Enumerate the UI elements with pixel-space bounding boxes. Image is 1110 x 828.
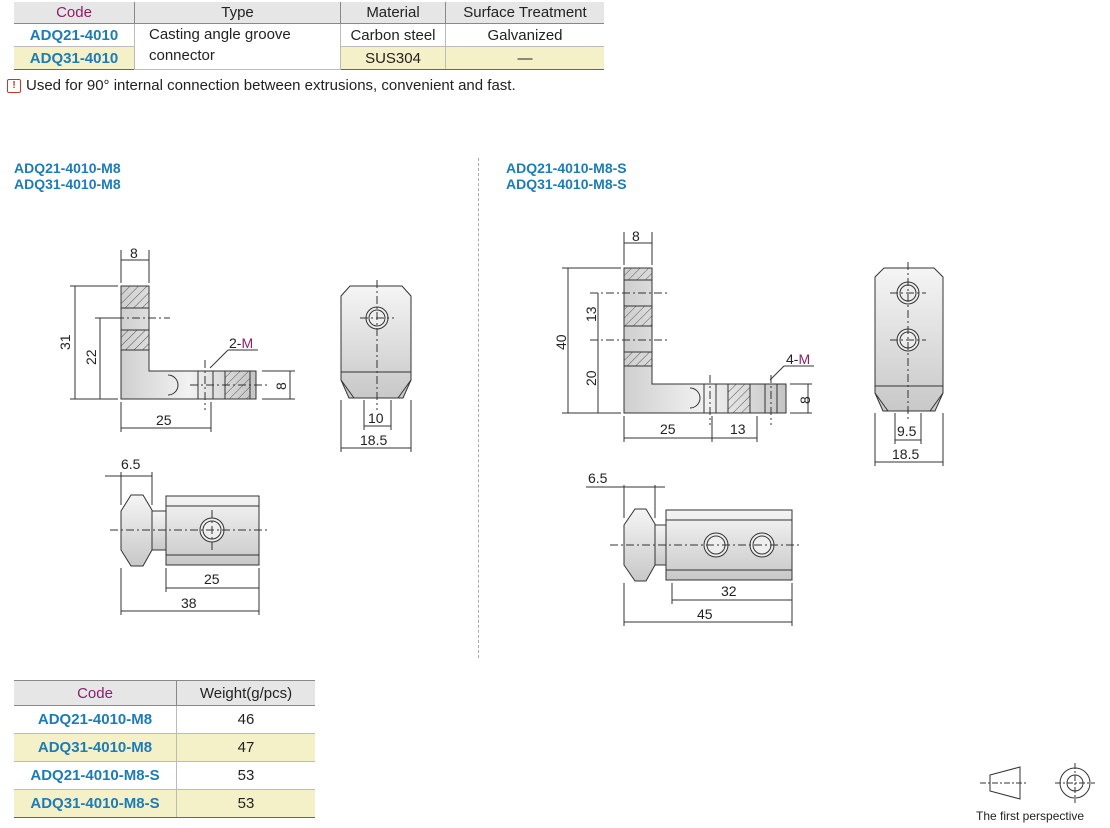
spec-header-surface: Surface Treatment: [445, 2, 604, 24]
spec-row: ADQ31-4010 SUS304 —: [14, 46, 604, 70]
spec-surface: —: [445, 46, 604, 70]
right-dim-h-a: 13: [583, 306, 599, 322]
left-side-view: [70, 250, 295, 432]
spec-header-code: Code: [14, 2, 135, 24]
right-dim-w-inner: 9.5: [897, 423, 917, 439]
right-title-2: ADQ31-4010-M8-S: [506, 176, 627, 192]
spec-row: ADQ21-4010 Casting angle groove connector…: [14, 23, 604, 70]
column-divider: [478, 158, 479, 658]
left-dim-thick: 8: [273, 382, 289, 390]
left-title-1: ADQ21-4010-M8: [14, 160, 121, 176]
weight-code: ADQ31-4010-M8: [14, 733, 177, 762]
spec-table: Code Type Material Surface Treatment ADQ…: [14, 2, 604, 70]
spec-type-line1: Casting angle groove: [149, 26, 291, 43]
right-dim-top: 8: [632, 228, 640, 244]
weight-header-row: Code Weight(g/pcs): [14, 680, 315, 706]
left-dim-off: 6.5: [121, 456, 141, 472]
weight-table: Code Weight(g/pcs) ADQ21-4010-M8 46 ADQ3…: [14, 680, 315, 818]
weight-header-weight: Weight(g/pcs): [176, 680, 315, 706]
left-dim-len2: 25: [204, 571, 220, 587]
spec-material: Carbon steel: [340, 23, 446, 47]
right-dim-h-b: 20: [583, 370, 599, 386]
left-dim-w-inner: 10: [368, 410, 384, 426]
warning-icon: !: [7, 78, 21, 93]
left-model-titles: ADQ21-4010-M8 ADQ31-4010-M8: [14, 160, 121, 192]
right-dim-len2: 32: [721, 583, 737, 599]
spec-surface: Galvanized: [445, 23, 604, 47]
left-title-2: ADQ31-4010-M8: [14, 176, 121, 192]
right-dim-len-b: 13: [730, 421, 746, 437]
weight-row: ADQ21-4010-M8 46: [14, 705, 315, 734]
spec-type: Casting angle groove connector: [134, 23, 341, 70]
right-dim-len-a: 25: [660, 421, 676, 437]
weight-header-code: Code: [14, 680, 177, 706]
right-dim-h-total: 40: [553, 334, 569, 350]
right-dim-thick: 8: [797, 396, 813, 404]
right-dim-w-outer: 18.5: [892, 446, 919, 462]
spec-material: SUS304: [340, 46, 446, 70]
left-dim-h-total: 31: [57, 334, 73, 350]
right-title-1: ADQ21-4010-M8-S: [506, 160, 627, 176]
right-model-titles: ADQ21-4010-M8-S ADQ31-4010-M8-S: [506, 160, 627, 192]
weight-value: 53: [176, 761, 315, 790]
usage-note-text: Used for 90° internal connection between…: [26, 77, 516, 94]
weight-code: ADQ31-4010-M8-S: [14, 789, 177, 818]
weight-value: 53: [176, 789, 315, 818]
weight-row: ADQ21-4010-M8-S 53: [14, 761, 315, 790]
weight-code: ADQ21-4010-M8-S: [14, 761, 177, 790]
spec-code: ADQ21-4010: [14, 23, 135, 47]
weight-value: 46: [176, 705, 315, 734]
left-dim-top: 8: [130, 245, 138, 261]
left-top-view: [105, 472, 270, 615]
left-dim-thread: 2-M: [229, 335, 253, 351]
spec-header-type: Type: [134, 2, 341, 24]
left-dim-h-inner: 22: [83, 349, 99, 365]
spec-type-line2: connector: [149, 47, 215, 64]
weight-row: ADQ31-4010-M8-S 53: [14, 789, 315, 818]
perspective-label: The first perspective: [976, 809, 1085, 823]
right-dim-thread: 4-M: [786, 351, 810, 367]
weight-row: ADQ31-4010-M8 47: [14, 733, 315, 762]
usage-note: ! Used for 90° internal connection betwe…: [7, 77, 516, 94]
weight-code: ADQ21-4010-M8: [14, 705, 177, 734]
right-dim-len-total: 45: [697, 606, 713, 622]
left-front-view: [340, 280, 412, 452]
left-dim-len: 25: [156, 412, 172, 428]
left-dim-w-outer: 18.5: [360, 432, 387, 448]
right-top-view: [586, 485, 800, 626]
right-front-view: [874, 262, 944, 466]
first-angle-projection-icon: [980, 763, 1095, 803]
weight-value: 47: [176, 733, 315, 762]
spec-code: ADQ31-4010: [14, 46, 135, 70]
right-side-view: [562, 232, 814, 442]
left-dim-len-total: 38: [181, 595, 197, 611]
right-dim-off: 6.5: [588, 470, 608, 486]
